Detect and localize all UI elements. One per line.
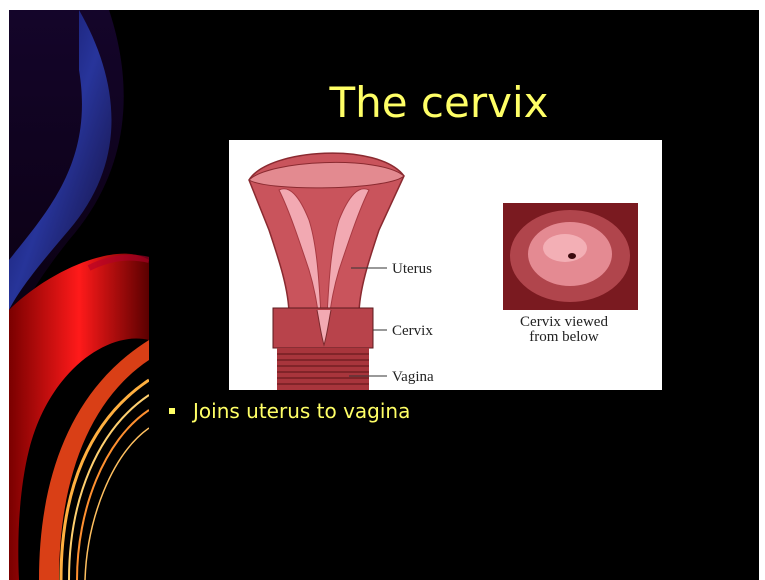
slide: The cervix Uterus Cervix — [9, 10, 759, 580]
vagina-label: Vagina — [392, 369, 434, 385]
bullet-item: Joins uterus to vagina — [169, 398, 729, 424]
bullet-text: Joins uterus to vagina — [193, 398, 410, 424]
uterus-label: Uterus — [392, 261, 432, 277]
photo-caption: Cervix viewed from below — [494, 315, 634, 345]
cervix-figure: Uterus Cervix Vagina Cervix viewed from … — [229, 140, 662, 390]
decorative-swirl-background — [9, 10, 149, 580]
square-bullet-icon — [169, 408, 175, 414]
slide-title: The cervix — [159, 78, 719, 128]
uterus-diagram — [229, 140, 662, 390]
caption-line-1: Cervix viewed — [494, 315, 634, 330]
caption-line-2: from below — [494, 330, 634, 345]
cervix-label: Cervix — [392, 323, 433, 339]
bullet-list: Joins uterus to vagina — [169, 398, 729, 424]
